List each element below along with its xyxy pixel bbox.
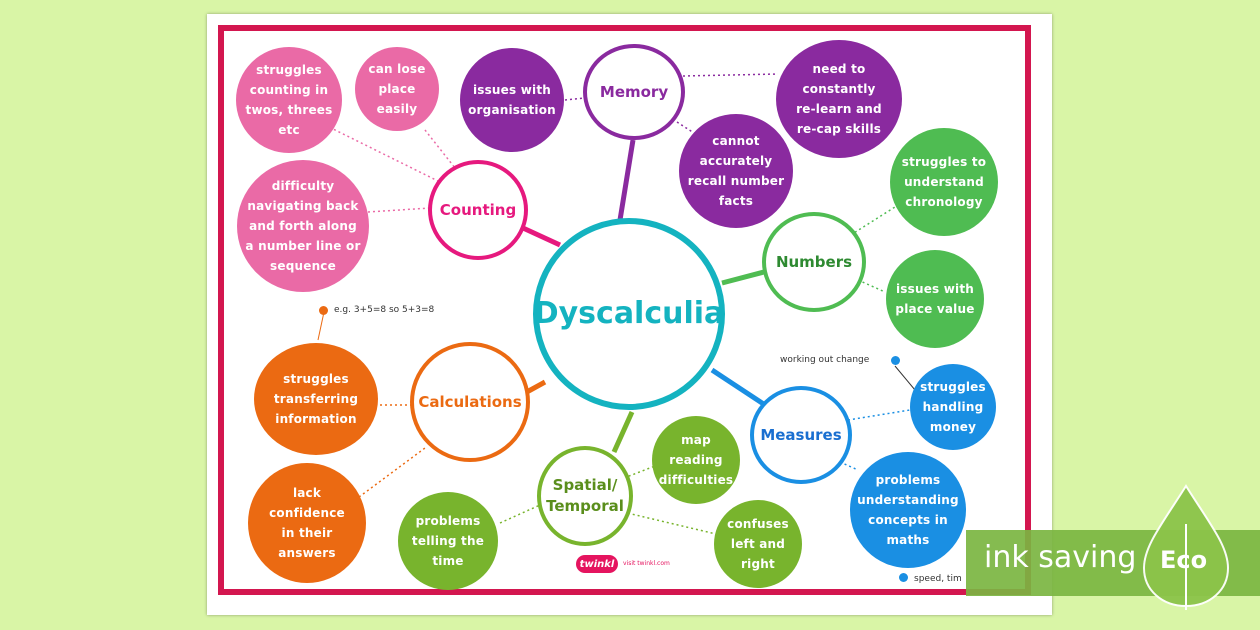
center-title: Dyscalculia: [533, 296, 725, 331]
detail-spatial-map-reading: map reading difficulties: [652, 416, 740, 504]
note-dot-calculations: [319, 306, 328, 315]
category-calculations[interactable]: Calculations: [410, 342, 530, 462]
detail-spatial-left-right: confuses left and right: [714, 500, 802, 588]
category-numbers-label: Numbers: [775, 252, 853, 271]
poster-border: [218, 25, 1031, 595]
note-working-out-change: working out change: [780, 355, 870, 365]
detail-calculations-confidence: lack confidence in their answers: [248, 463, 366, 583]
category-measures-label: Measures: [760, 425, 842, 444]
detail-memory-relearn: need to constantly re-learn and re-cap s…: [776, 40, 902, 158]
note-calculation-example: e.g. 3+5=8 so 5+3=8: [334, 305, 435, 315]
detail-counting-number-line: difficulty navigating back and forth alo…: [237, 160, 369, 292]
category-spatial-label: Spatial/ Temporal: [546, 476, 624, 515]
category-memory-label: Memory: [599, 82, 669, 101]
twinkl-url[interactable]: visit twinkl.com: [623, 560, 670, 567]
detail-numbers-chronology: struggles to understand chronology: [890, 128, 998, 236]
eco-badge-text: Eco: [1160, 546, 1208, 574]
detail-counting-lose-place: can lose place easily: [355, 47, 439, 131]
detail-measures-concepts: problems understanding concepts in maths: [850, 452, 966, 568]
detail-measures-money: struggles handling money: [910, 364, 996, 450]
category-spatial-temporal[interactable]: Spatial/ Temporal: [537, 446, 633, 546]
detail-numbers-place-value: issues with place value: [886, 250, 984, 348]
category-measures[interactable]: Measures: [750, 386, 852, 484]
twinkl-logo[interactable]: twinkl: [576, 555, 618, 573]
detail-memory-recall: cannot accurately recall number facts: [679, 114, 793, 228]
note-dot-change: [891, 356, 900, 365]
leaf-icon: [1142, 484, 1230, 610]
note-speed-time: speed, tim: [914, 574, 962, 584]
detail-memory-organisation: issues with organisation: [460, 48, 564, 152]
eco-banner-text: ink saving: [984, 540, 1137, 575]
detail-spatial-telling-time: problems telling the time: [398, 492, 498, 590]
category-numbers[interactable]: Numbers: [762, 212, 866, 312]
category-counting-label: Counting: [439, 200, 517, 219]
detail-calculations-transfer: struggles transferring information: [254, 343, 378, 455]
center-node: Dyscalculia: [533, 218, 725, 410]
category-counting[interactable]: Counting: [428, 160, 528, 260]
category-memory[interactable]: Memory: [583, 44, 685, 140]
note-dot-speed: [899, 573, 908, 582]
detail-counting-twos: struggles counting in twos, threes etc: [236, 47, 342, 153]
category-calculations-label: Calculations: [418, 392, 522, 411]
